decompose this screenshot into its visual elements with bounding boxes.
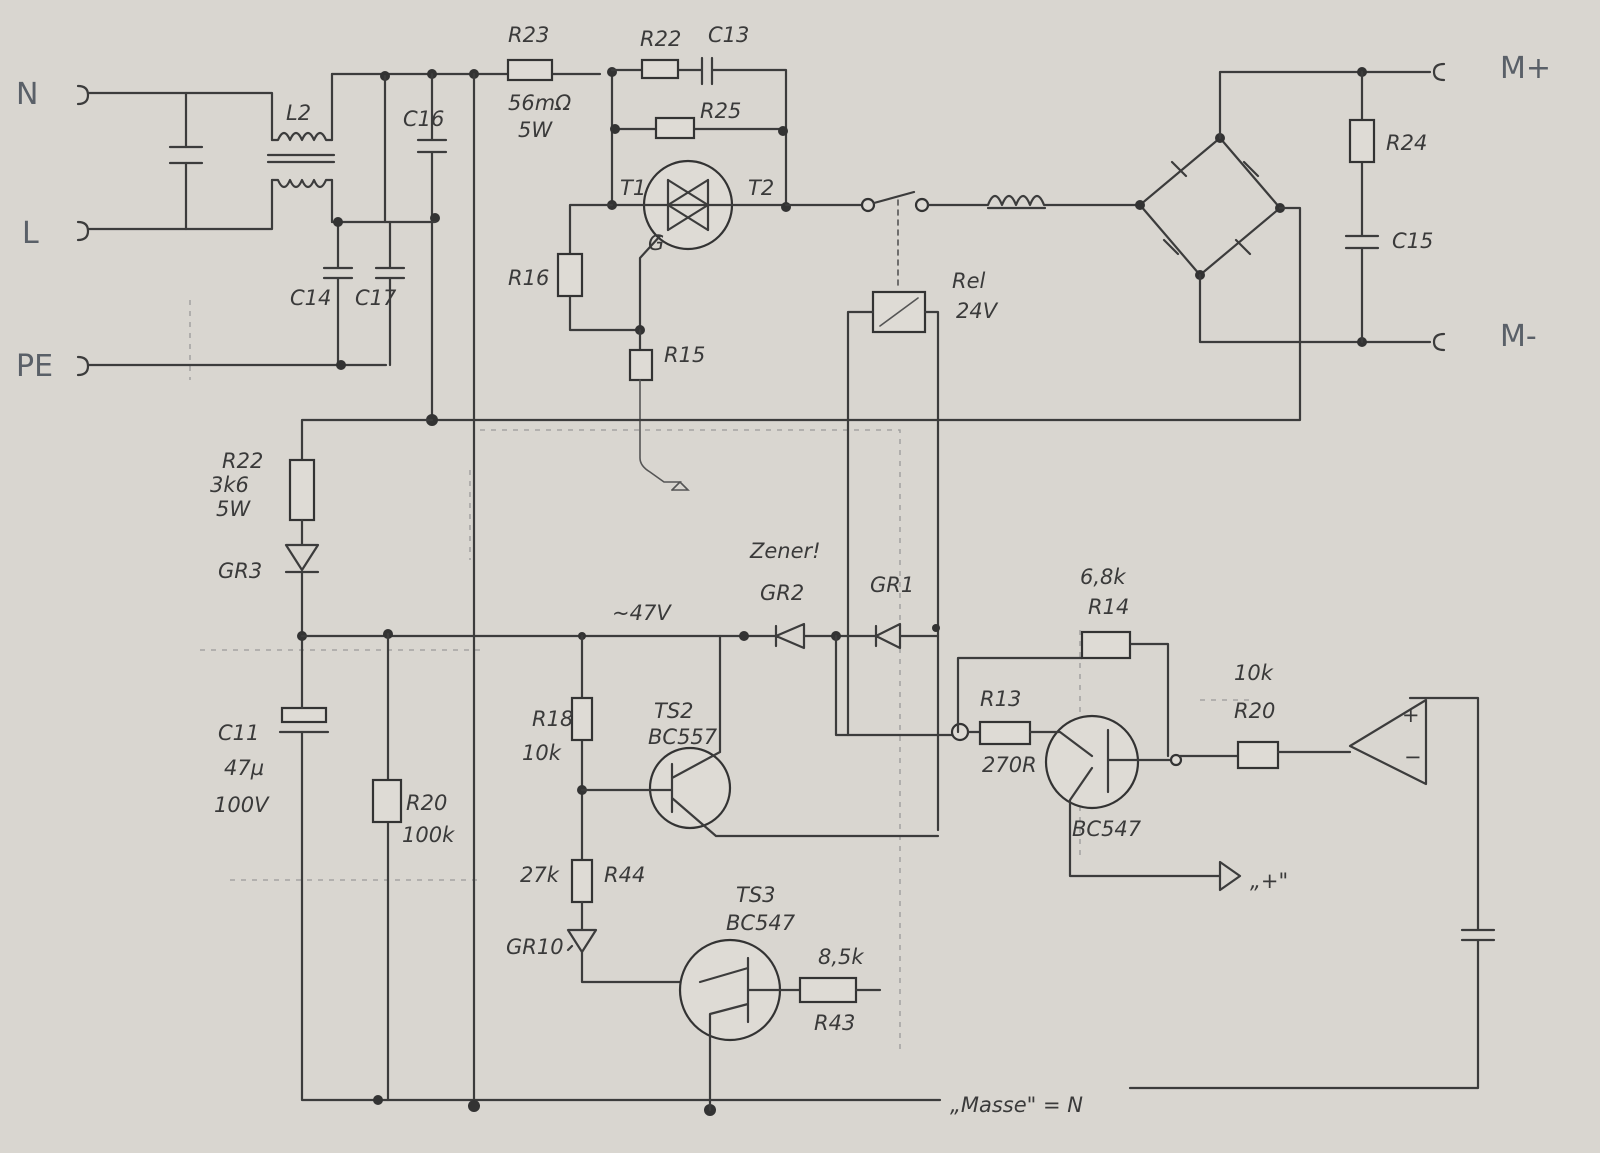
r43-resistor [798, 976, 858, 1004]
input-filter [86, 91, 388, 367]
opamp [1348, 698, 1428, 786]
terminal-pe: PE [16, 349, 53, 384]
label-r23: R23 [508, 23, 549, 47]
label-r20-right-value: 10k [1234, 661, 1274, 685]
r13-resistor [978, 720, 1032, 746]
ts2-transistor [648, 746, 732, 830]
r16-resistor [556, 252, 584, 298]
label-gr3: GR3 [218, 559, 262, 583]
label-r25: R25 [700, 99, 741, 123]
label-r22-left-value: 3k6 [210, 473, 249, 497]
diodes-gr1-gr2 [738, 622, 962, 737]
label-r14: R14 [1088, 595, 1129, 619]
label-ts2-type: BC557 [648, 725, 718, 749]
r44-resistor [570, 858, 594, 904]
label-rel-voltage: 24V [956, 299, 999, 323]
bridge-rectifier [430, 70, 1432, 422]
l2-choke [266, 72, 336, 224]
label-c14: C14 [290, 286, 331, 310]
r18-resistor [570, 696, 594, 742]
c11-capacitor [280, 706, 328, 724]
snubber-network [607, 56, 788, 207]
label-r22-left-power: 5W [216, 497, 251, 521]
label-plus-rail: „+" [1250, 869, 1288, 893]
r15-resistor [628, 348, 654, 382]
terminal-m-minus: M- [1500, 319, 1537, 354]
label-r20-left: R20 [406, 791, 447, 815]
label-r44: R44 [604, 863, 645, 887]
label-r13: R13 [980, 687, 1021, 711]
label-r23-power: 5W [518, 118, 553, 142]
terminal-n: N [16, 77, 38, 112]
label-r13-value: 270R [982, 753, 1037, 777]
c16-capacitor [416, 72, 448, 422]
label-gr1: GR1 [870, 573, 914, 597]
label-c11-voltage: 100V [214, 793, 270, 817]
terminal-l: L [22, 216, 39, 251]
relay-coil [846, 290, 940, 832]
label-r43-value: 8,5k [818, 945, 864, 969]
r25-resistor [654, 116, 696, 140]
label-opamp-minus: − [1404, 745, 1422, 769]
label-gr2: GR2 [760, 581, 804, 605]
r22-left-resistor [288, 458, 316, 522]
terminal-m-plus: M+ [1500, 51, 1551, 86]
supply-branch [278, 414, 942, 1116]
label-rel: Rel [952, 269, 986, 293]
label-c13: C13 [708, 23, 749, 47]
relay-and-motor-path [784, 190, 1142, 291]
label-t2: T2 [748, 176, 774, 200]
c14-c17-capacitors [322, 74, 437, 370]
label-gr10: GR10 [506, 935, 564, 959]
label-opamp-plus: + [1402, 703, 1420, 727]
label-voltage: ~47V [612, 601, 672, 625]
label-zener-note: Zener! [749, 539, 821, 563]
label-r15: R15 [664, 343, 705, 367]
label-ts3: TS3 [736, 883, 776, 907]
r24-resistor [1348, 118, 1376, 164]
bc547-right-transistor [1044, 714, 1140, 810]
r23-resistor [506, 58, 554, 82]
label-r18-value: 10k [522, 741, 562, 765]
label-ts2: TS2 [654, 699, 694, 723]
gate-drive [556, 203, 690, 491]
label-r23-value: 56mΩ [508, 91, 571, 115]
ts3-stage [678, 938, 882, 1112]
label-r20-right: R20 [1234, 699, 1275, 723]
label-masse: „Masse" = N [950, 1093, 1083, 1117]
label-r14-value: 6,8k [1080, 565, 1126, 589]
label-ts3-type: BC547 [726, 911, 796, 935]
input-terminals [76, 84, 90, 377]
label-r43: R43 [814, 1011, 855, 1035]
label-c17: C17 [355, 286, 397, 310]
output-terminals [1344, 62, 1446, 352]
r20-right-resistor [1236, 740, 1280, 770]
triac [607, 159, 791, 332]
label-r24: R24 [1386, 131, 1427, 155]
label-t1: T1 [620, 176, 646, 200]
label-r20-left-value: 100k [402, 823, 455, 847]
label-c16: C16 [403, 107, 444, 131]
label-c15: C15 [1392, 229, 1433, 253]
label-r22-top: R22 [640, 27, 681, 51]
r20-left-resistor [371, 778, 403, 824]
r22-snubber-resistor [640, 58, 680, 80]
ts2-stage [566, 632, 940, 984]
r14-resistor [1080, 630, 1132, 660]
label-g: G [648, 231, 664, 255]
label-r18: R18 [532, 707, 573, 731]
comparator-stage [950, 630, 1496, 1090]
label-l2: L2 [286, 101, 311, 125]
label-c11: C11 [218, 721, 259, 745]
label-r16: R16 [508, 266, 549, 290]
label-r44-value: 27k [520, 863, 560, 887]
label-bc547-right: BC547 [1072, 817, 1142, 841]
label-c11-value: 47µ [224, 756, 264, 780]
label-r22-left: R22 [222, 449, 263, 473]
